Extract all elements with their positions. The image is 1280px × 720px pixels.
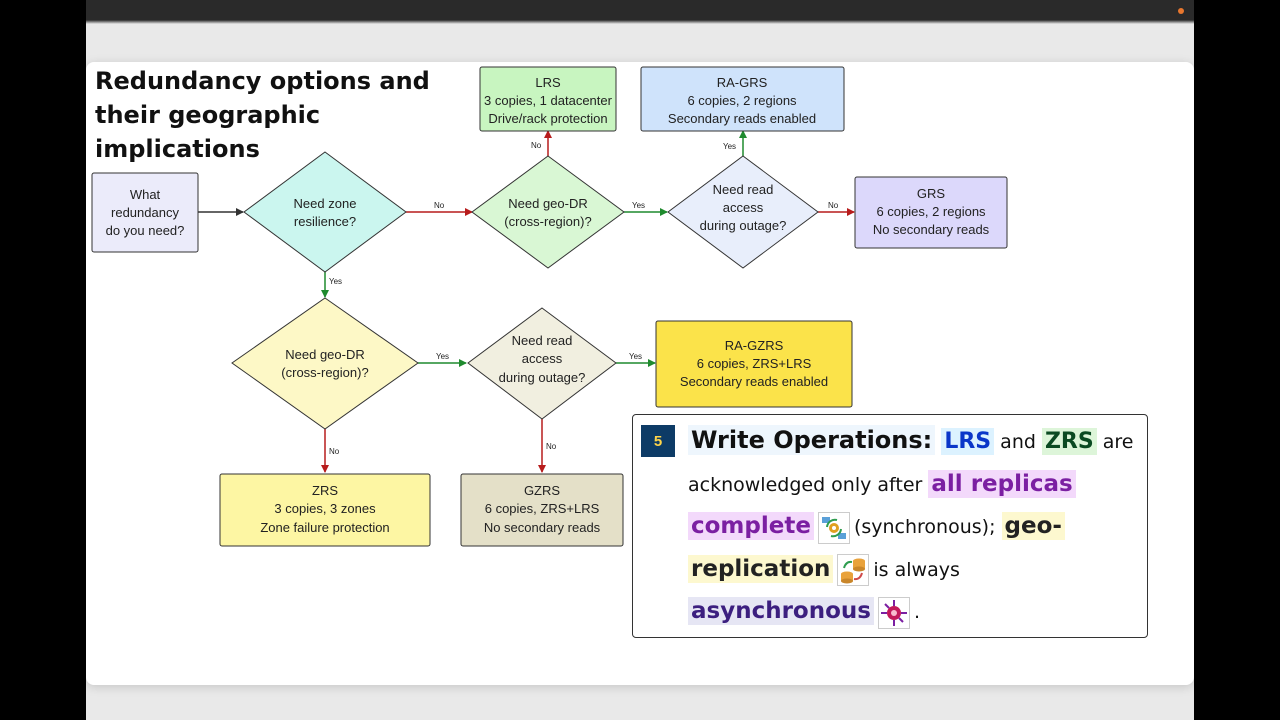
edge-label-geo-top-yes: Yes	[632, 201, 645, 210]
flowchart-edges	[198, 130, 855, 473]
node-read-question-bottom-line-3: during outage?	[499, 370, 586, 385]
node-geo-question-bottom: Need geo-DR (cross-region)?	[231, 297, 419, 430]
callout-zrs: ZRS	[1041, 428, 1097, 455]
edge-label-geo-bottom-yes: Yes	[436, 352, 449, 361]
node-read-question-top-line-3: during outage?	[700, 218, 787, 233]
async-network-icon	[877, 596, 910, 629]
node-gzrs-line-2: 6 copies, ZRS+LRS	[485, 501, 600, 516]
callout-heading: Write Operations:	[688, 425, 936, 455]
edge-label-geo-top-no: No	[531, 141, 542, 150]
node-ragrs-title: RA-GRS	[717, 75, 768, 90]
node-gzrs-title: GZRS	[524, 483, 560, 498]
node-grs-line-2: 6 copies, 2 regions	[876, 204, 986, 219]
step-badge: 5	[641, 425, 675, 457]
edge-label-read-bottom-yes: Yes	[629, 352, 642, 361]
callout-acknowledged: acknowledged only after	[688, 473, 923, 496]
edge-label-read-top-no: No	[828, 201, 839, 210]
callout-all-replicas: all replicas	[928, 469, 1076, 498]
node-gzrs-line-3: No secondary reads	[484, 520, 601, 535]
slide-title: Redundancy options and their geographic …	[95, 67, 430, 163]
node-start: What redundancy do you need?	[91, 172, 199, 253]
node-geo-question-top-line-2: (cross-region)?	[504, 214, 591, 229]
edge-label-zone-yes: Yes	[329, 277, 342, 286]
callout-complete: complete	[688, 512, 814, 540]
node-zone-question-line-2: resilience?	[294, 214, 356, 229]
node-ragzrs-line-3: Secondary reads enabled	[680, 374, 828, 389]
edge-label-read-bottom-no: No	[546, 442, 557, 451]
node-zone-question-line-1: Need zone	[294, 196, 357, 211]
edge-label-zone-no: No	[434, 201, 445, 210]
node-read-question-bottom-line-1: Need read	[512, 333, 573, 348]
node-read-question-top: Need read access during outage?	[667, 155, 819, 269]
node-start-line-3: do you need?	[106, 223, 185, 238]
node-grs-title: GRS	[917, 186, 946, 201]
callout-asynchronous: asynchronous	[688, 597, 874, 625]
callout-geo: geo-	[1001, 512, 1065, 540]
node-grs-line-3: No secondary reads	[873, 222, 990, 237]
node-ragrs-line-2: 6 copies, 2 regions	[687, 93, 797, 108]
node-read-question-bottom: Need read access during outage?	[467, 307, 617, 420]
node-lrs-title: LRS	[535, 75, 561, 90]
node-lrs-line-2: 3 copies, 1 datacenter	[484, 93, 613, 108]
node-ragrs-line-3: Secondary reads enabled	[668, 111, 816, 126]
callout-replication: replication	[688, 554, 834, 583]
node-lrs-line-3: Drive/rack protection	[488, 111, 607, 126]
node-geo-question-top-line-1: Need geo-DR	[508, 196, 588, 211]
node-start-line-2: redundancy	[111, 205, 179, 220]
node-geo-question-bottom-line-2: (cross-region)?	[281, 365, 368, 380]
node-ragrs: RA-GRS 6 copies, 2 regions Secondary rea…	[640, 66, 845, 132]
node-zrs-line-2: 3 copies, 3 zones	[274, 501, 376, 516]
node-zrs-line-3: Zone failure protection	[260, 520, 389, 535]
edge-labels: No Yes No Yes Yes No Yes No Yes No	[329, 141, 839, 456]
database-replication-icon	[837, 554, 870, 586]
node-ragzrs: RA-GZRS 6 copies, ZRS+LRS Secondary read…	[655, 320, 853, 408]
edge-label-read-top-yes: Yes	[723, 142, 736, 151]
node-ragzrs-title: RA-GZRS	[725, 338, 784, 353]
callout-synchronous: (synchronous);	[853, 516, 996, 538]
node-grs: GRS 6 copies, 2 regions No secondary rea…	[854, 176, 1008, 249]
callout-text: Write Operations: LRS and ZRS are acknow…	[688, 420, 1142, 634]
node-zone-question: Need zone resilience?	[243, 151, 407, 273]
node-geo-question-top: Need geo-DR (cross-region)?	[471, 155, 625, 269]
node-zrs-title: ZRS	[312, 483, 338, 498]
node-read-question-top-line-2: access	[723, 200, 764, 215]
node-lrs: LRS 3 copies, 1 datacenter Drive/rack pr…	[479, 66, 617, 132]
callout-and: and	[1000, 431, 1036, 453]
node-start-line-1: What	[130, 187, 161, 202]
callout-lrs: LRS	[941, 428, 995, 455]
node-zrs: ZRS 3 copies, 3 zones Zone failure prote…	[219, 473, 431, 547]
node-gzrs: GZRS 6 copies, ZRS+LRS No secondary read…	[460, 473, 624, 547]
node-read-question-bottom-line-2: access	[522, 351, 563, 366]
sync-gear-icon	[817, 511, 850, 544]
recording-indicator-icon	[1178, 8, 1184, 14]
node-geo-question-bottom-line-1: Need geo-DR	[285, 347, 365, 362]
node-read-question-top-line-1: Need read	[713, 182, 774, 197]
callout-is-always: is always	[873, 558, 960, 581]
node-ragzrs-line-2: 6 copies, ZRS+LRS	[697, 356, 812, 371]
callout-period: .	[913, 601, 921, 623]
callout-are: are	[1102, 431, 1134, 453]
edge-label-geo-bottom-no: No	[329, 447, 340, 456]
